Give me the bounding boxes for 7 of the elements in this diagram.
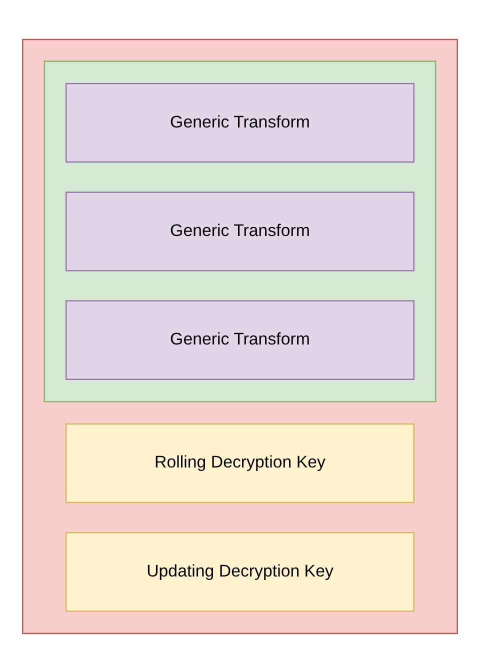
- node-box: Generic Transform: [66, 191, 414, 271]
- cluster: [22, 38, 458, 634]
- node-box: Generic Transform: [66, 82, 414, 162]
- cluster: [44, 60, 436, 402]
- node-box: Updating Decryption Key: [66, 532, 414, 612]
- node-box: Rolling Decryption Key: [66, 422, 414, 503]
- node-box: Generic Transform: [66, 300, 414, 380]
